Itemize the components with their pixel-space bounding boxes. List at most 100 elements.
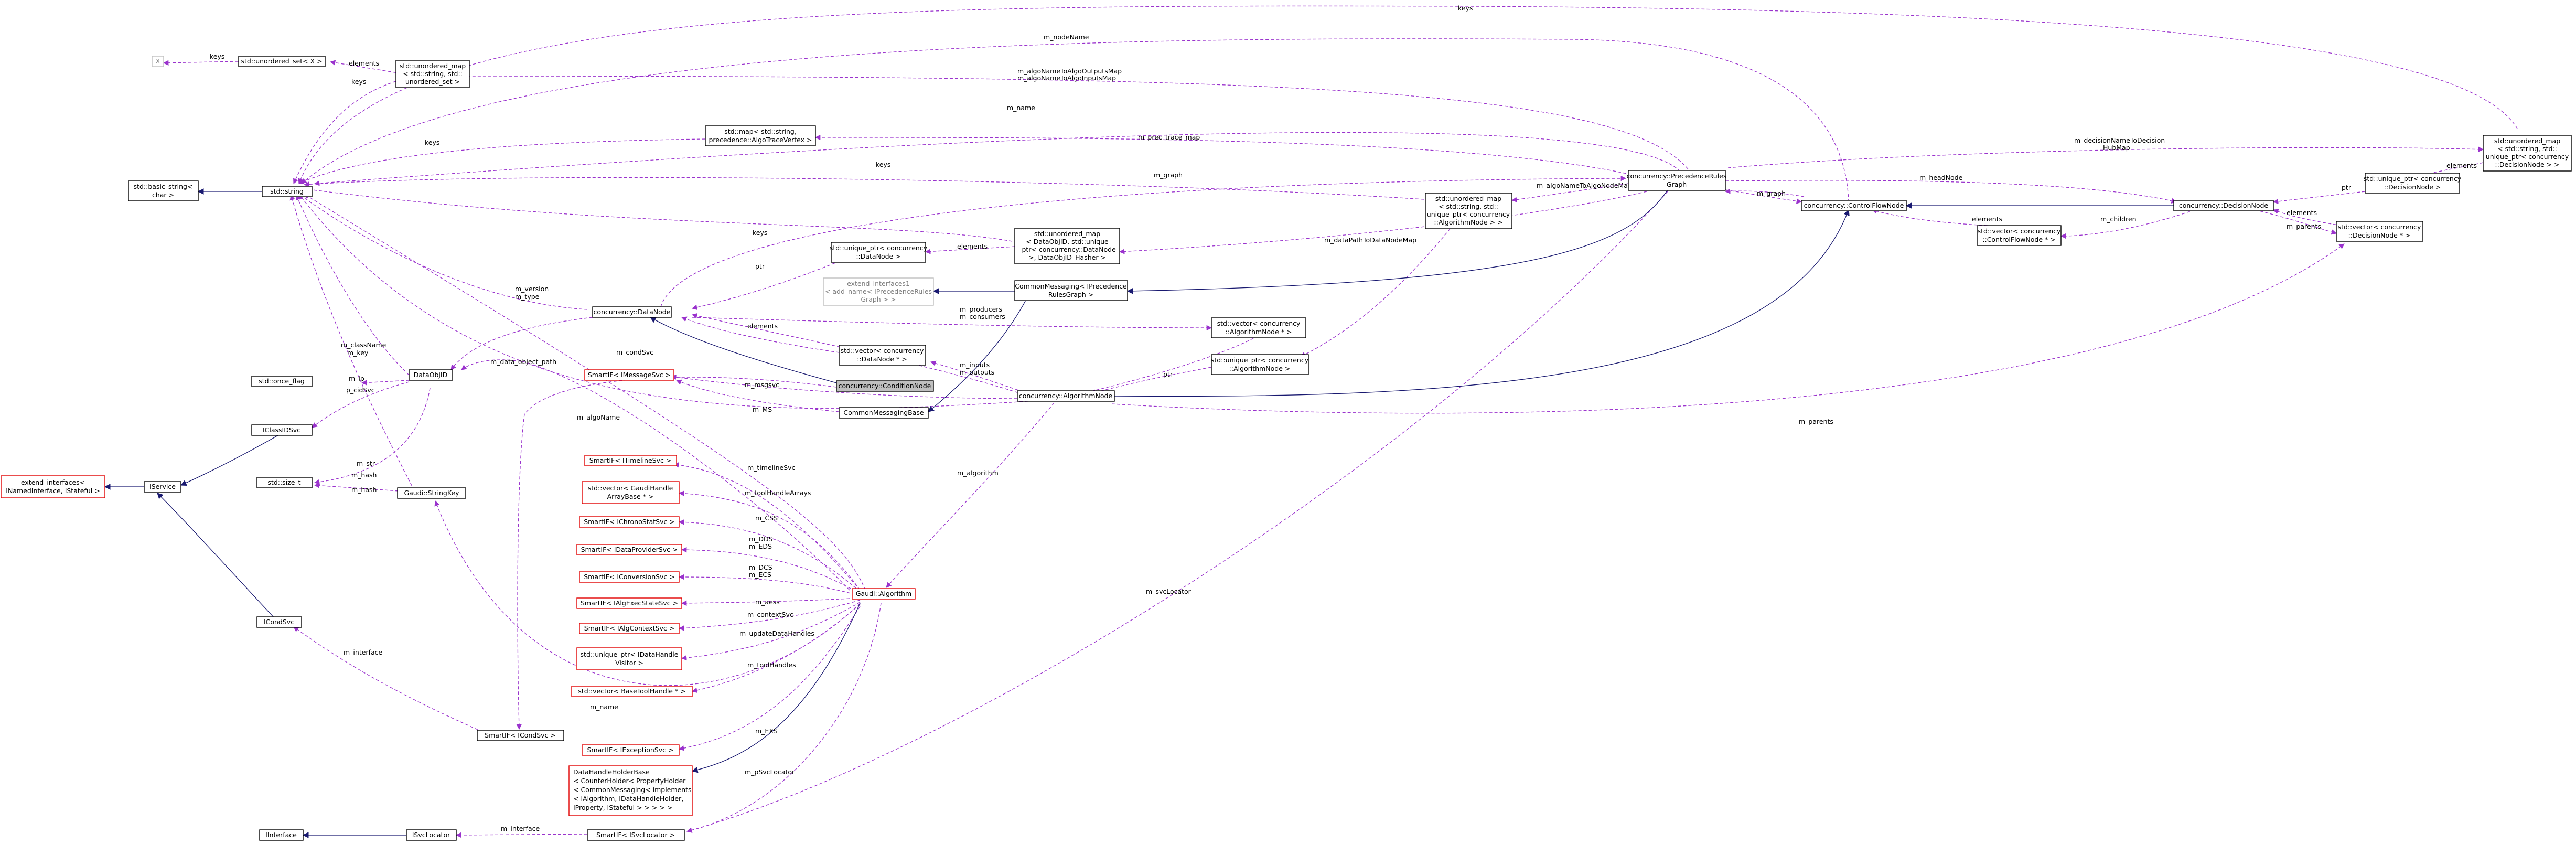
edge-label-m-consumers: m_consumers bbox=[960, 313, 1005, 320]
edge-prg-to-map-vertex bbox=[814, 134, 1637, 176]
edge-algnode-to-string-algoname bbox=[298, 194, 1028, 409]
node-smartif-iconversionsvc: SmartIF< IConversionSvc > bbox=[579, 571, 680, 583]
svg-text:< CounterHolder< PropertyHolde: < CounterHolder< PropertyHolder bbox=[573, 777, 686, 785]
edge-dn-to-vec-algnode bbox=[692, 317, 1212, 331]
edge-label-ptr: ptr bbox=[755, 262, 765, 270]
node-extend-interfaces1: extend_interfaces1< add_name< IPrecedenc… bbox=[823, 277, 934, 306]
svg-text:std::unordered_map: std::unordered_map bbox=[1034, 230, 1100, 238]
svg-text:::DecisionNode * >: ::DecisionNode * > bbox=[2348, 231, 2411, 239]
edge-prg-to-string-name bbox=[314, 132, 1684, 186]
node-algorithm-node: concurrency::AlgorithmNode bbox=[1017, 390, 1115, 402]
edge-map-vertex-to-string bbox=[298, 138, 706, 184]
svg-text:std::vector< concurrency: std::vector< concurrency bbox=[1978, 227, 2061, 235]
edge-dn-to-string-version bbox=[298, 194, 588, 310]
svg-text:std::once_flag: std::once_flag bbox=[259, 377, 305, 385]
svg-text:::DecisionNode >: ::DecisionNode > bbox=[2384, 183, 2441, 191]
node-once-flag: std::once_flag bbox=[251, 376, 313, 387]
edge-prg-to-umap-string-set bbox=[437, 73, 1692, 174]
svg-text:SmartIF< IDataProviderSvc >: SmartIF< IDataProviderSvc > bbox=[581, 546, 678, 553]
svg-text:std::map< std::string,: std::map< std::string, bbox=[724, 127, 797, 135]
edge-condnode-inherits-datanode bbox=[649, 317, 837, 383]
node-data-node: concurrency::DataNode bbox=[592, 306, 672, 318]
node-iclassidsvc: IClassIDSvc bbox=[251, 424, 313, 436]
edge-algorithm-to-dataprovider bbox=[681, 547, 861, 594]
node-gaudi-algorithm[interactable]: Gaudi::Algorithm bbox=[852, 588, 916, 600]
svg-text:unordered_set >: unordered_set > bbox=[405, 78, 460, 86]
edge-umap-dataobjid-to-string-keys bbox=[303, 187, 1013, 242]
svg-text:::DataNode >: ::DataNode > bbox=[856, 252, 900, 260]
svg-text:concurrency::ConditionNode: concurrency::ConditionNode bbox=[839, 382, 931, 390]
edge-label-elements: elements bbox=[2446, 162, 2477, 169]
svg-text:IClassIDSvc: IClassIDSvc bbox=[263, 426, 300, 434]
edge-label-m-name: m_name bbox=[590, 703, 618, 711]
edge-prg-to-umap-alg bbox=[1511, 183, 1629, 202]
edge-vec-datanode-to-dn bbox=[681, 316, 840, 353]
node-unordered-map-dataobjid: std::unordered_map< DataObjID, std::uniq… bbox=[1014, 228, 1120, 264]
svg-text:INamedInterface, IStateful >: INamedInterface, IStateful > bbox=[6, 487, 100, 495]
edge-algorithm-to-timelinesvc bbox=[673, 462, 861, 591]
edge-vec-cfn-to-cfn bbox=[1872, 208, 1988, 226]
edge-label-m-algoname-inputs: m_algoNameToAlgoInputsMap bbox=[1017, 74, 1116, 82]
edge-uptr-dn-to-dn bbox=[691, 257, 850, 311]
svg-text:std::vector< concurrency: std::vector< concurrency bbox=[2338, 223, 2421, 231]
edge-label-m-aess: m_aess bbox=[755, 598, 780, 606]
edge-label-m-algonametoalgonodemap: m_algoNameToAlgoNodeMap bbox=[1537, 181, 1632, 189]
edge-label-m-algoname: m_algoName bbox=[577, 413, 620, 421]
edge-label-m-classname: m_className bbox=[341, 341, 387, 349]
edge-algnode-to-algorithm bbox=[886, 402, 1055, 588]
edge-label-m-prec-trace-map: m_prec_trace_map bbox=[1138, 133, 1200, 141]
edge-prg-to-umap-dataobjid bbox=[1119, 191, 1647, 254]
svg-text:< std::string, std::: < std::string, std:: bbox=[1439, 202, 1498, 210]
node-smartif-itimelinesvc: SmartIF< ITimelineSvc > bbox=[584, 455, 677, 466]
edge-label-keys: keys bbox=[351, 78, 366, 86]
edge-umap-to-unordered-set bbox=[329, 60, 402, 74]
edge-label-m-key: m_key bbox=[347, 349, 369, 357]
svg-text:std::unordered_map: std::unordered_map bbox=[400, 62, 466, 70]
node-iservice: IService bbox=[144, 481, 181, 493]
node-vector-datanode: std::vector< concurrency::DataNode * > bbox=[839, 345, 926, 366]
node-unique-ptr-decisionnode: std::unique_ptr< concurrency::DecisionNo… bbox=[2364, 173, 2462, 194]
svg-text:_ptr< concurrency::DataNode: _ptr< concurrency::DataNode bbox=[1018, 245, 1116, 253]
svg-text:Graph > >: Graph > > bbox=[861, 295, 896, 303]
svg-text:< DataObjID, std::unique: < DataObjID, std::unique bbox=[1026, 238, 1109, 245]
edge-algorithm-to-algexecstate bbox=[681, 597, 861, 606]
node-vector-controlflownode: std::vector< concurrency::ControlFlowNod… bbox=[1977, 225, 2062, 246]
svg-text:< std::string, std::: < std::string, std:: bbox=[2497, 145, 2557, 153]
svg-text:SmartIF< ISvcLocator >: SmartIF< ISvcLocator > bbox=[596, 831, 675, 839]
edge-decision-to-vec-cfn bbox=[2060, 209, 2195, 239]
svg-text:unique_ptr< concurrency: unique_ptr< concurrency bbox=[1427, 210, 1510, 218]
edge-label-ptr: ptr bbox=[2342, 184, 2352, 191]
svg-text:std::unordered_map: std::unordered_map bbox=[2494, 137, 2560, 145]
svg-text:Gaudi::Algorithm: Gaudi::Algorithm bbox=[856, 590, 911, 597]
svg-text:std::size_t: std::size_t bbox=[267, 478, 300, 486]
edge-label-m-decision-map: m_decisionNameToDecision bbox=[2074, 136, 2165, 144]
edge-dataobjid-to-size-hash bbox=[314, 388, 431, 485]
node-vector-algorithmnode: std::vector< concurrency::AlgorithmNode … bbox=[1211, 317, 1306, 338]
edge-algnode-to-vec-datanode bbox=[930, 360, 1028, 394]
svg-text:std::unordered_map: std::unordered_map bbox=[1435, 195, 1501, 202]
svg-text:::DataNode * >: ::DataNode * > bbox=[857, 355, 907, 363]
edge-label-m-graph: m_graph bbox=[1154, 171, 1183, 179]
edge-dn-to-prg-graph bbox=[660, 175, 1627, 307]
svg-text:std::basic_string<: std::basic_string< bbox=[134, 183, 193, 190]
edge-label-p-cidsvc: p_cidSvc bbox=[346, 386, 375, 394]
edge-label-m-producers: m_producers bbox=[960, 305, 1002, 313]
svg-text:concurrency::ControlFlowNode: concurrency::ControlFlowNode bbox=[1804, 201, 1904, 209]
node-vector-basetoolhandle: std::vector< BaseToolHandle * > bbox=[571, 686, 693, 697]
svg-text:ICondSvc: ICondSvc bbox=[264, 618, 294, 626]
svg-text:SmartIF< ICondSvc >: SmartIF< ICondSvc > bbox=[485, 731, 556, 739]
edge-algorithm-to-datahandlevisitor bbox=[681, 602, 861, 661]
svg-text:< add_name< IPrecedenceRules: < add_name< IPrecedenceRules bbox=[825, 287, 932, 295]
node-size-t: std::size_t bbox=[256, 477, 313, 488]
edge-unordered-set-to-x bbox=[163, 60, 239, 66]
node-unordered-map-decisionnode: std::unordered_map< std::string, std::un… bbox=[2483, 135, 2572, 172]
node-condition-node[interactable]: concurrency::ConditionNode bbox=[836, 380, 934, 392]
svg-text:SmartIF< IAlgExecStateSvc >: SmartIF< IAlgExecStateSvc > bbox=[581, 599, 678, 607]
node-x: X bbox=[152, 56, 164, 67]
edge-label-m-decision-map-2: HubMap bbox=[2103, 144, 2130, 152]
edge-vec-algnode-to-algnode bbox=[1077, 338, 1254, 396]
edge-label-keys: keys bbox=[425, 138, 439, 146]
edge-umap-decision-to-uptr bbox=[2403, 162, 2484, 180]
